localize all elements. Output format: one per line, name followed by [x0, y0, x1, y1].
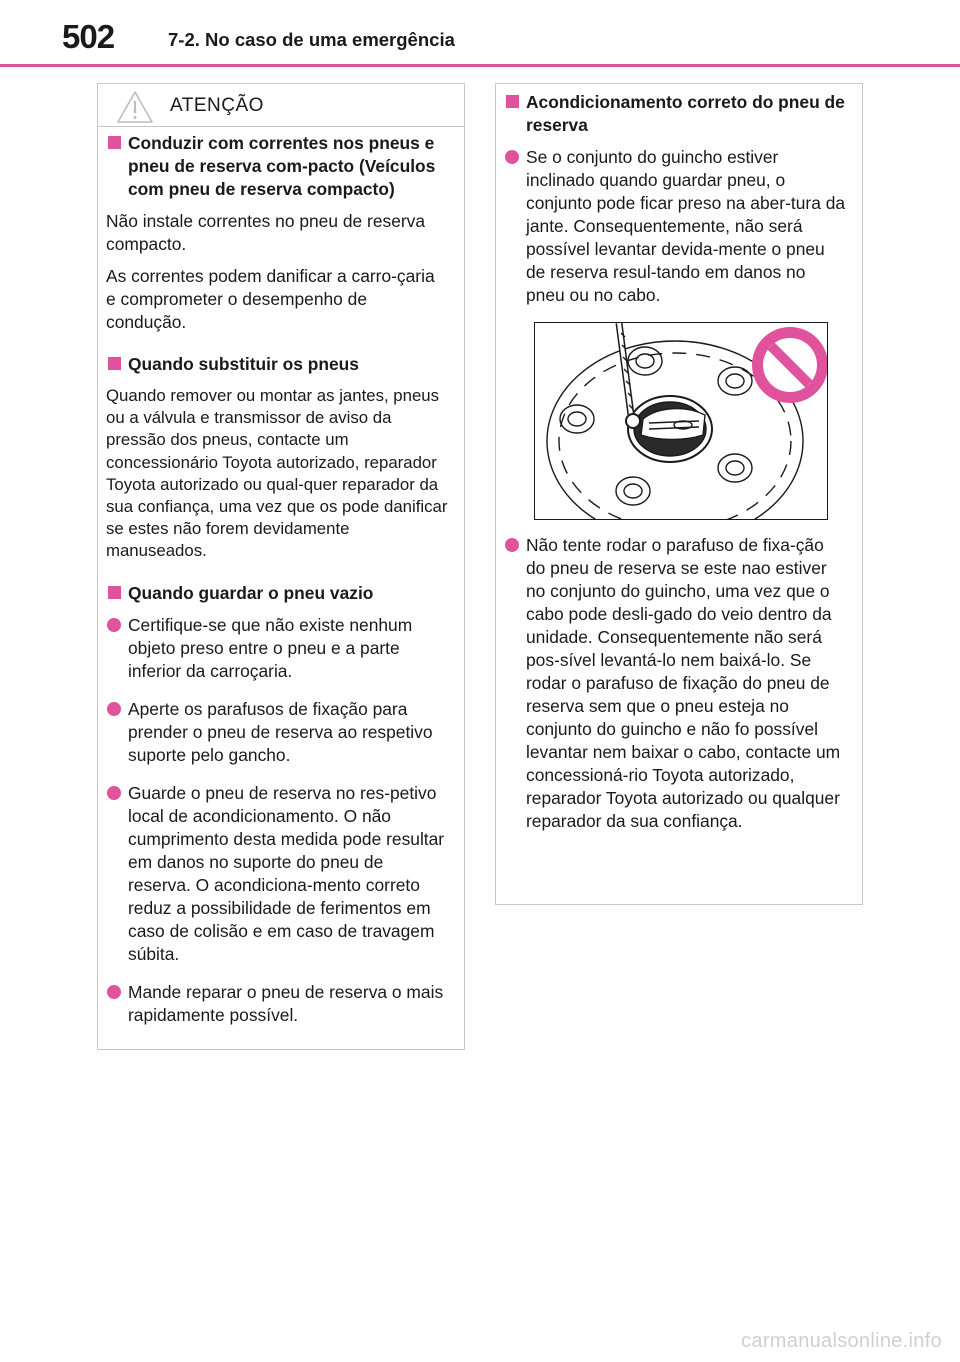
list-item-text: Aperte os parafusos de fixação para pren…: [128, 698, 433, 765]
subheading-chains: Conduzir com correntes nos pneus e pneu …: [106, 132, 448, 201]
lug-hole: [717, 366, 753, 396]
square-bullet-icon: [506, 95, 519, 108]
subheading-store-flat-tire: Quando guardar o pneu vazio: [106, 582, 448, 605]
list-item: Guarde o pneu de reserva no res-petivo l…: [106, 782, 448, 966]
round-bullet-icon: [505, 538, 519, 552]
header-rule: [0, 64, 960, 67]
watermark: carmanualsonline.info: [741, 1330, 942, 1352]
list-item: Certifique-se que não existe nenhum obje…: [106, 614, 448, 683]
list-item-text: Mande reparar o pneu de reserva o mais r…: [128, 981, 444, 1025]
list-item-text: Não tente rodar o parafuso de fixa-ção d…: [526, 535, 841, 831]
list-item: Mande reparar o pneu de reserva o mais r…: [106, 981, 448, 1027]
warning-box-left: ATENÇÃO Conduzir com correntes nos pneus…: [97, 83, 465, 1050]
lug-hole: [627, 346, 663, 376]
list-item-text: Certifique-se que não existe nenhum obje…: [128, 614, 413, 681]
round-bullet-icon: [107, 785, 121, 800]
warning-triangle-icon: [117, 91, 153, 123]
wheel-rim-drawing: [546, 323, 827, 519]
round-bullet-icon: [505, 150, 519, 164]
subheading-text: Quando substituir os pneus: [128, 354, 359, 374]
list-item: Aperte os parafusos de fixação para pren…: [106, 698, 448, 767]
subheading-text: Conduzir com correntes nos pneus e pneu …: [128, 133, 436, 199]
list-item-text: Guarde o pneu de reserva no res-petivo l…: [128, 782, 445, 964]
paragraph: Quando remover ou montar as jantes, pneu…: [106, 386, 448, 561]
list-item: Se o conjunto do guincho estiver inclina…: [504, 146, 846, 307]
warning-label: ATENÇÃO: [170, 95, 264, 116]
round-bullet-icon: [107, 984, 121, 999]
subheading-text: Quando guardar o pneu vazio: [128, 582, 374, 603]
page-header: 502 7-2. No caso de uma emergência: [0, 0, 960, 68]
subheading-text: Acondicionamento correto do pneu de rese…: [526, 92, 845, 135]
square-bullet-icon: [108, 136, 121, 149]
subheading-spare-storage: Acondicionamento correto do pneu de rese…: [504, 91, 846, 137]
spare-tire-winch-illustration: [534, 322, 828, 520]
warning-box-right: Acondicionamento correto do pneu de rese…: [495, 83, 863, 905]
lug-hole: [717, 453, 753, 483]
section-title: 7-2. No caso de uma emergência: [168, 29, 455, 50]
page-number: 502: [62, 18, 115, 55]
subheading-replace-tires: Quando substituir os pneus: [106, 353, 448, 376]
lug-hole: [615, 476, 651, 506]
prohibition-icon: [752, 327, 827, 403]
paragraph: As correntes podem danificar a carro-çar…: [106, 266, 435, 332]
list-item: Não tente rodar o parafuso de fixa-ção d…: [504, 534, 846, 833]
round-bullet-icon: [107, 701, 121, 716]
square-bullet-icon: [108, 357, 121, 370]
round-bullet-icon: [107, 617, 121, 632]
warning-header: ATENÇÃO: [98, 84, 464, 127]
lug-hole: [559, 404, 595, 434]
list-item-text: Se o conjunto do guincho estiver inclina…: [526, 147, 846, 305]
square-bullet-icon: [108, 585, 121, 599]
paragraph: Não instale correntes no pneu de reserva…: [106, 211, 426, 254]
